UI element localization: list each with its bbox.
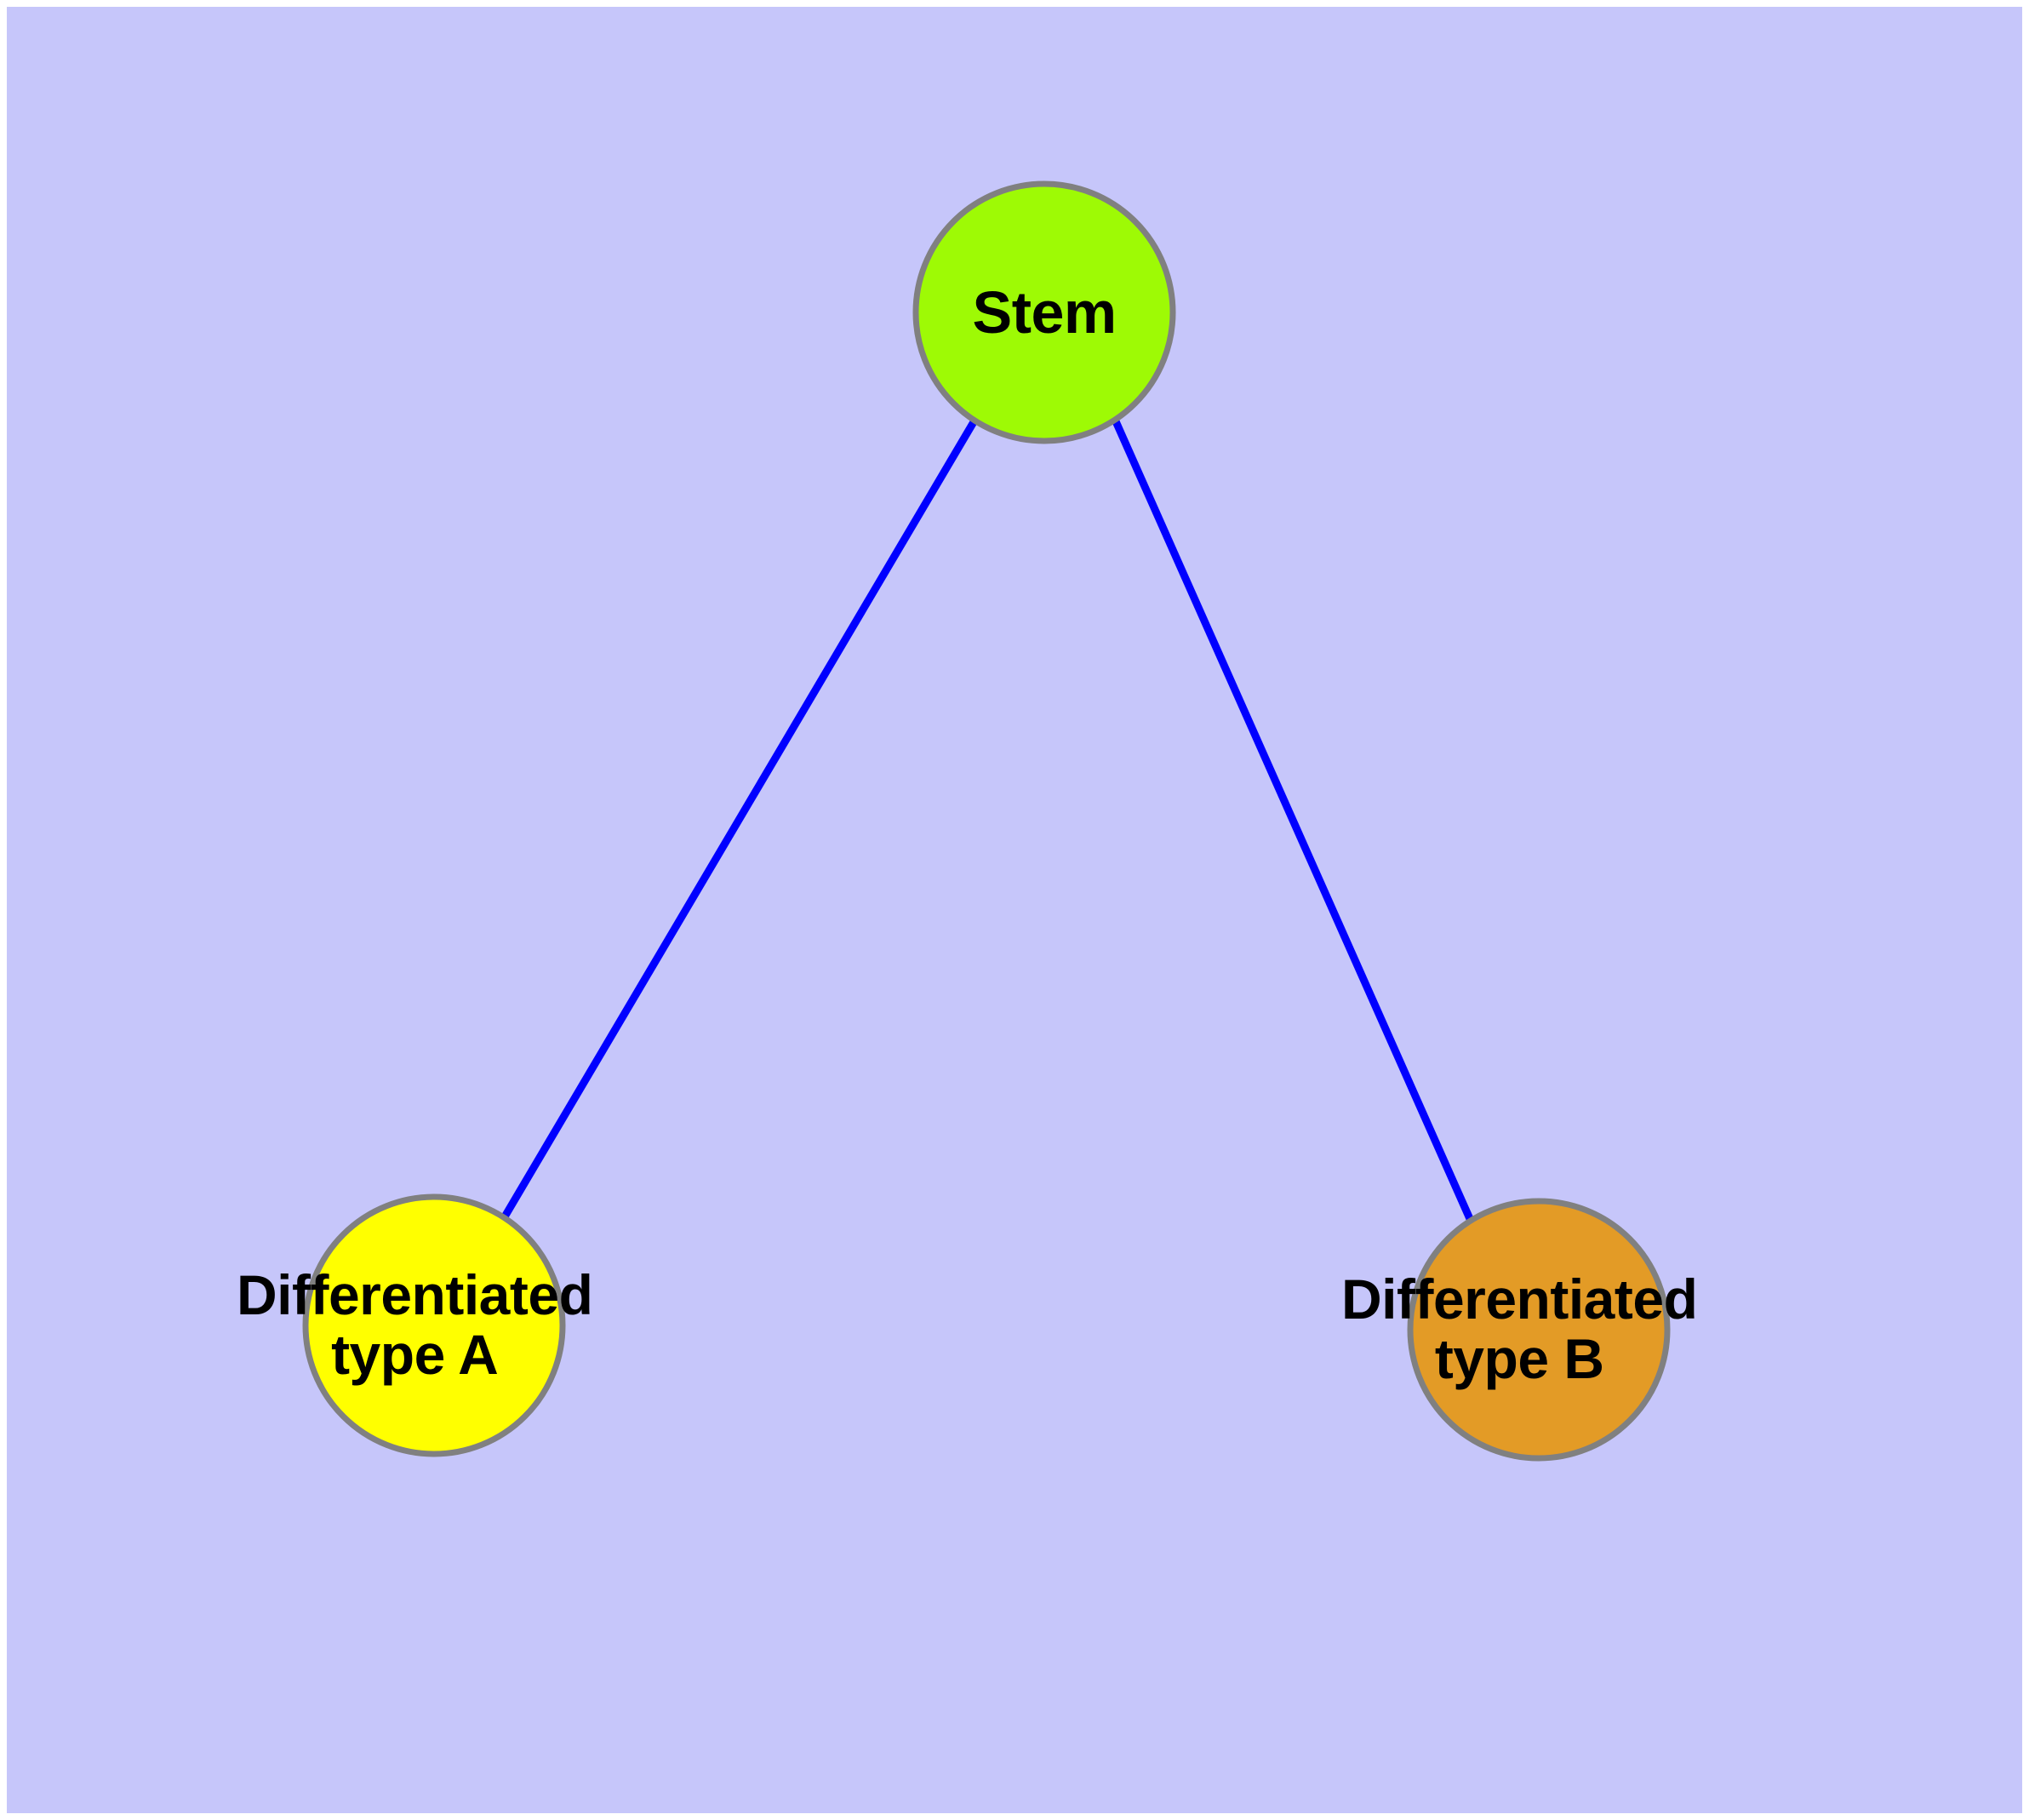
graph-edge-stem-to-diff-a[interactable] [500,418,978,1221]
graph-node-diff-a[interactable] [302,1193,566,1457]
graph-edge-stem-to-diff-b[interactable] [1112,420,1475,1222]
graph-node-diff-b[interactable] [1407,1198,1671,1462]
edge-layer [500,418,1475,1222]
graph-node-stem[interactable] [912,180,1176,444]
node-layer [302,180,1671,1462]
graph-svg [302,180,1671,1462]
